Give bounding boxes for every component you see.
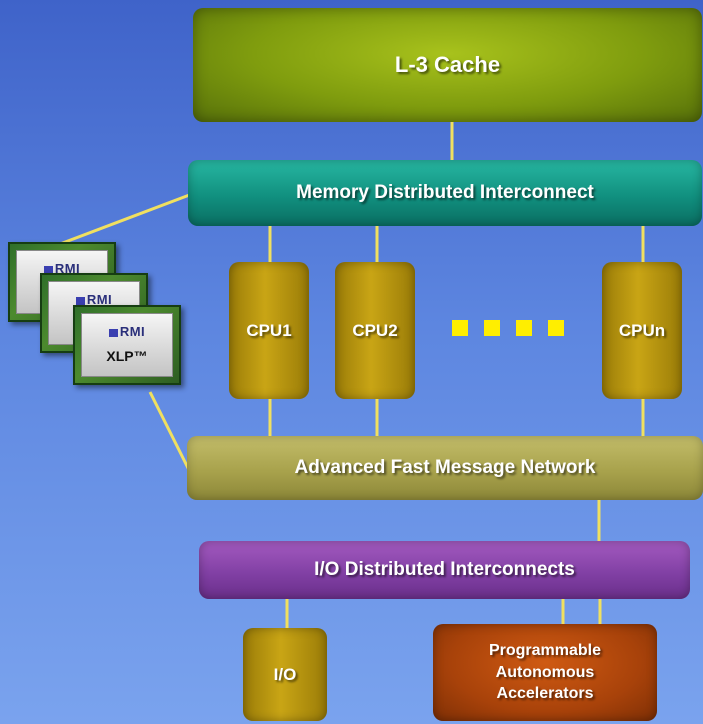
ellipsis-dot (452, 320, 468, 336)
chip-logo: RMI (82, 324, 172, 339)
cpu1-block: CPU1 (229, 262, 309, 399)
connector-chip-to-memory (59, 192, 193, 246)
io-interconnects-block: I/O Distributed Interconnects (199, 541, 690, 599)
chip-face: RMI XLP™ (81, 313, 173, 377)
ellipsis-dot (484, 320, 500, 336)
processor-chip-image: RMI XLP™ (73, 305, 181, 385)
chip-model: XLP™ (106, 348, 148, 364)
connector-chip-to-network (148, 391, 192, 473)
io-label: I/O (273, 664, 297, 684)
accelerators-label: Programmable Autonomous Accelerators (489, 640, 601, 705)
rmi-logo-icon (75, 296, 85, 305)
l3-cache-label: L-3 Cache (394, 52, 501, 77)
accelerators-line-1: Programmable (488, 642, 602, 660)
ellipsis-dot (548, 320, 564, 336)
ellipsis-dot (516, 320, 532, 336)
cpu1-label: CPU1 (246, 320, 292, 340)
accelerators-line-2: Autonomous (495, 663, 595, 681)
chip-brand: RMI (86, 292, 113, 307)
cpu2-block: CPU2 (335, 262, 415, 399)
io-block: I/O (243, 628, 327, 721)
cpun-block: CPUn (602, 262, 682, 399)
chip-brand: RMI (54, 261, 81, 276)
cpu2-label: CPU2 (352, 320, 398, 340)
memory-interconnect-label: Memory Distributed Interconnect (296, 182, 594, 203)
message-network-block: Advanced Fast Message Network (187, 436, 703, 500)
memory-interconnect-block: Memory Distributed Interconnect (188, 160, 702, 226)
chip-logo: RMI (17, 261, 107, 276)
chip-brand: RMI (119, 324, 146, 339)
l3-cache-block: L-3 Cache (193, 8, 702, 122)
chip-logo: RMI (49, 292, 139, 307)
io-interconnects-label: I/O Distributed Interconnects (314, 559, 575, 580)
message-network-label: Advanced Fast Message Network (294, 457, 596, 478)
rmi-logo-icon (108, 328, 118, 337)
rmi-logo-icon (43, 265, 53, 274)
accelerators-block: Programmable Autonomous Accelerators (433, 624, 657, 721)
cpun-label: CPUn (618, 320, 666, 340)
accelerators-line-3: Accelerators (496, 685, 594, 703)
